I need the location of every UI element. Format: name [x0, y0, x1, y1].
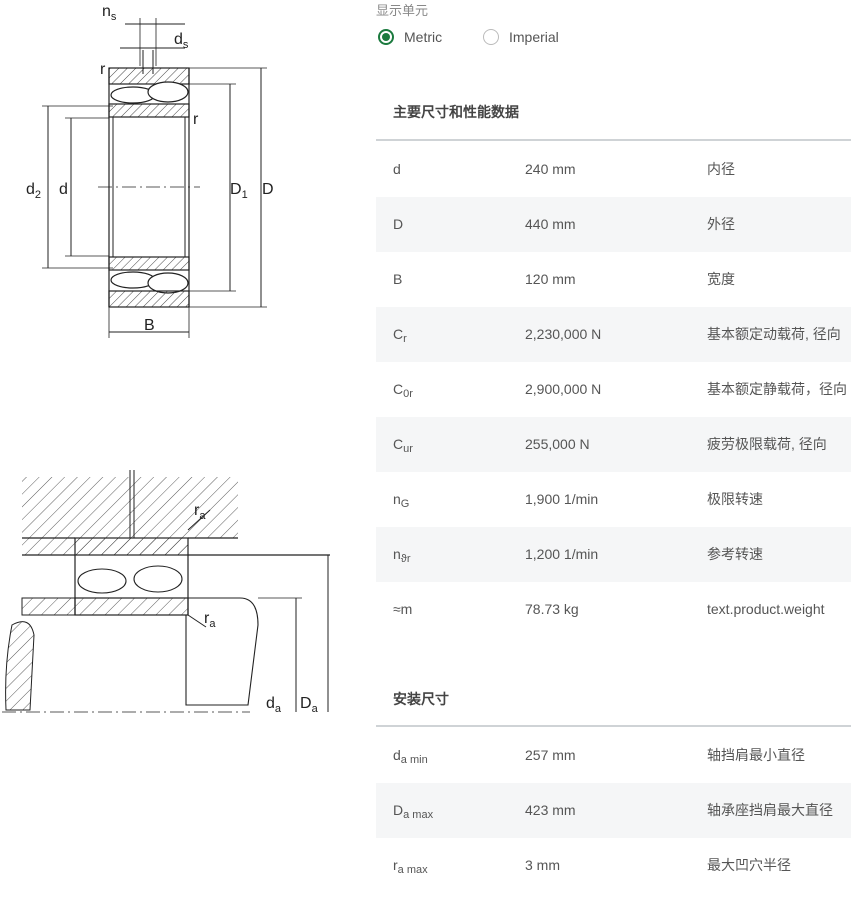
table-row: Cr 2,230,000 N 基本额定动载荷, 径向: [376, 307, 851, 362]
imperial-radio[interactable]: Imperial: [483, 29, 559, 45]
description-cell: 疲劳极限载荷, 径向: [707, 436, 827, 452]
ra-label-top: ra: [194, 502, 206, 522]
symbol-text: D: [393, 802, 404, 818]
value-cell: 240 mm: [525, 161, 576, 177]
description-cell: 宽度: [707, 271, 735, 287]
imperial-label: Imperial: [509, 29, 559, 45]
symbol-text: ≈m: [393, 601, 413, 617]
symbol-cell: B: [393, 252, 402, 312]
metric-radio[interactable]: Metric: [378, 29, 442, 45]
value-cell: 257 mm: [525, 747, 576, 763]
symbol-text: n: [393, 546, 401, 562]
table-row: nG 1,900 1/min 极限转速: [376, 472, 851, 527]
value-cell: 78.73 kg: [525, 601, 579, 617]
metric-label: Metric: [404, 29, 443, 45]
mounting-dimensions-title: 安装尺寸: [393, 691, 449, 707]
symbol-text: D: [393, 216, 404, 232]
value-cell: 1,200 1/min: [525, 546, 599, 562]
description-cell: 外径: [707, 216, 735, 232]
description-cell: 内径: [707, 161, 735, 177]
symbol-cell: d: [393, 142, 401, 202]
symbol-text: C: [393, 381, 404, 397]
description-cell: 参考转速: [707, 546, 763, 562]
d-label: d: [59, 181, 68, 198]
radio-checked-icon: [378, 29, 394, 45]
section-divider: [376, 725, 851, 727]
symbol-text: d: [393, 161, 401, 177]
symbol-subscript: ur: [403, 443, 413, 455]
symbol-text: d: [393, 747, 401, 763]
table-row: B 120 mm 宽度: [376, 252, 851, 307]
radio-unchecked-icon: [483, 29, 499, 45]
mounting-drawing: ra ra da Da: [2, 470, 330, 715]
main-dimensions-title: 主要尺寸和性能数据: [393, 104, 519, 120]
symbol-subscript: a max: [403, 809, 434, 821]
ns-label: ns: [102, 3, 117, 23]
Da-label: Da: [300, 695, 319, 715]
symbol-cell: Da max: [393, 783, 433, 843]
symbol-subscript: G: [400, 498, 410, 510]
value-cell: 2,900,000 N: [525, 381, 602, 397]
d2-label: d2: [26, 181, 41, 201]
symbol-cell: ra max: [393, 838, 428, 898]
description-cell: 轴承座挡肩最大直径: [707, 802, 833, 818]
bearing-drawings: ns ds r r d2 d D1 D B: [0, 0, 370, 877]
value-cell: 423 mm: [525, 802, 576, 818]
da-label: da: [266, 695, 282, 715]
symbol-cell: C0r: [393, 362, 413, 422]
symbol-cell: D: [393, 197, 403, 257]
table-row: da min 257 mm 轴挡肩最小直径: [376, 728, 851, 783]
r-label-top: r: [100, 61, 106, 78]
value-cell: 1,900 1/min: [525, 491, 599, 507]
table-row: D 440 mm 外径: [376, 197, 851, 252]
table-row: Cur 255,000 N 疲劳极限载荷, 径向: [376, 417, 851, 472]
symbol-text: C: [393, 436, 404, 452]
symbol-subscript: r: [403, 333, 407, 345]
symbol-text: B: [393, 271, 403, 287]
description-cell: 极限转速: [707, 491, 763, 507]
symbol-subscript: a max: [397, 864, 428, 876]
table-row: ≈m 78.73 kg text.product.weight: [376, 582, 851, 637]
section-divider: [376, 139, 851, 141]
symbol-cell: Cr: [393, 307, 407, 367]
symbol-text: C: [393, 326, 404, 342]
table-row: nϑr 1,200 1/min 参考转速: [376, 527, 851, 582]
value-cell: 440 mm: [525, 216, 576, 232]
symbol-subscript: 0r: [403, 388, 413, 400]
ra-label-bottom: ra: [204, 610, 216, 630]
value-cell: 255,000 N: [525, 436, 590, 452]
symbol-cell: da min: [393, 728, 428, 788]
description-cell: 基本额定动载荷, 径向: [707, 326, 841, 342]
table-row: Da max 423 mm 轴承座挡肩最大直径: [376, 783, 851, 838]
D-label: D: [262, 181, 274, 198]
symbol-subscript: ϑr: [400, 553, 411, 565]
D1-label: D1: [230, 181, 248, 201]
value-cell: 2,230,000 N: [525, 326, 602, 342]
symbol-cell: ≈m: [393, 582, 412, 642]
value-cell: 120 mm: [525, 271, 576, 287]
table-row: d 240 mm 内径: [376, 142, 851, 197]
B-label: B: [144, 317, 155, 334]
symbol-cell: nϑr: [393, 527, 410, 587]
bearing-cross-section-drawing: ns ds r r d2 d D1 D B: [26, 3, 274, 338]
symbol-cell: Cur: [393, 417, 413, 477]
symbol-subscript: a min: [400, 754, 428, 766]
description-cell: text.product.weight: [707, 601, 825, 617]
symbol-cell: nG: [393, 472, 409, 532]
value-cell: 3 mm: [525, 857, 560, 873]
description-cell: 轴挡肩最小直径: [707, 747, 805, 763]
symbol-text: n: [393, 491, 401, 507]
ds-label: ds: [174, 31, 189, 51]
r-label-right: r: [193, 111, 199, 128]
units-label: 显示单元: [376, 3, 429, 18]
description-cell: 基本额定静载荷，径向: [707, 381, 847, 397]
table-row: C0r 2,900,000 N 基本额定静载荷，径向: [376, 362, 851, 417]
table-row: ra max 3 mm 最大凹穴半径: [376, 838, 851, 893]
symbol-text: r: [393, 857, 398, 873]
description-cell: 最大凹穴半径: [707, 857, 791, 873]
